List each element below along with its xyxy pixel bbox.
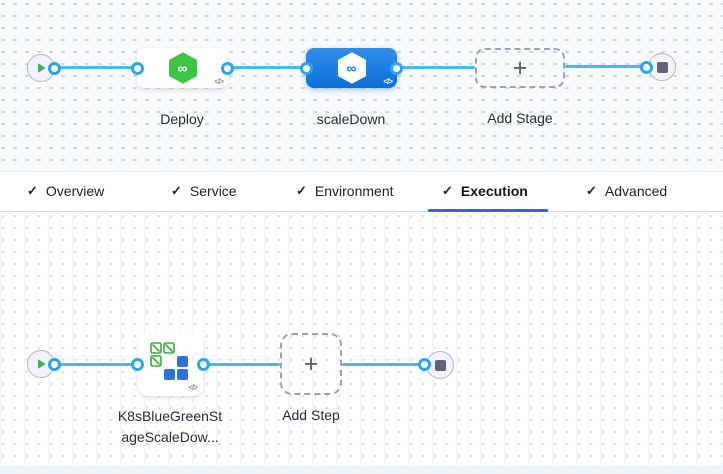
code-view-icon[interactable]: </> (188, 383, 198, 392)
edge-deploy-to-scaledown (228, 66, 306, 69)
tab-service[interactable]: ✓ Service (171, 172, 237, 210)
add-step-label: Add Step (282, 407, 340, 423)
stop-icon (434, 359, 446, 371)
port-before-end[interactable] (640, 61, 653, 74)
check-icon: ✓ (171, 183, 182, 198)
port-scaledown-left[interactable] (300, 62, 313, 75)
tab-label: Execution (460, 183, 528, 199)
tab-advanced[interactable]: ✓ Advanced (586, 172, 667, 210)
tab-label: Advanced (604, 183, 668, 199)
add-stage-label: Add Stage (487, 110, 553, 126)
port-after-start[interactable] (48, 62, 61, 75)
edge-start-to-deploy (55, 66, 137, 69)
step-label-line1: K8sBlueGreenSt (117, 408, 223, 424)
play-icon (37, 359, 46, 369)
edge-addstep-to-end (342, 363, 425, 366)
play-icon (37, 63, 46, 73)
stage-card-scaledown[interactable]: ∞ </> (306, 48, 397, 88)
edge-start-to-step (55, 363, 138, 366)
plus-icon: + (512, 53, 528, 82)
add-stage-button[interactable]: + (475, 48, 565, 88)
scaledown-stage-icon: ∞ (337, 52, 367, 84)
stage-label-scaledown: scaleDown (316, 111, 386, 127)
port-after-start[interactable] (48, 358, 61, 371)
stage-canvas: ∞ </> Deploy ∞ </> scaleDown + Add Stage (0, 0, 723, 171)
add-step-button[interactable]: + (280, 333, 342, 395)
tab-overview[interactable]: ✓ Overview (27, 172, 104, 210)
tab-execution[interactable]: ✓ Execution (442, 172, 528, 210)
edge-scaledown-to-addstage (397, 66, 475, 69)
port-deploy-right[interactable] (221, 62, 234, 75)
k8s-blue-green-scale-down-icon (150, 342, 188, 380)
check-icon: ✓ (442, 183, 453, 198)
stage-label-deploy: Deploy (160, 111, 204, 127)
harness-infinity-icon: ∞ (346, 60, 357, 76)
tab-label: Environment (314, 183, 394, 199)
port-scaledown-right[interactable] (390, 62, 403, 75)
port-step-left[interactable] (131, 358, 144, 371)
active-tab-underline (428, 209, 548, 212)
port-deploy-left[interactable] (131, 62, 144, 75)
port-before-end[interactable] (418, 358, 431, 371)
execution-canvas: </> K8sBlueGreenSt ageScaleDow... + Add … (0, 212, 723, 466)
code-view-icon[interactable]: </> (214, 77, 224, 86)
tab-label: Service (189, 183, 237, 199)
stage-card-deploy[interactable]: ∞ </> (137, 48, 228, 88)
bottom-panel-edge (0, 466, 723, 474)
stop-icon (656, 61, 668, 73)
step-label-line2: ageScaleDow... (121, 429, 219, 445)
tab-label: Overview (45, 183, 105, 199)
step-label-k8s-scaledown: K8sBlueGreenSt ageScaleDow... (95, 406, 245, 448)
harness-infinity-icon: ∞ (177, 60, 188, 76)
step-card-k8s-scaledown[interactable]: </> (138, 333, 203, 396)
stage-config-tabs: ✓ Overview ✓ Service ✓ Environment ✓ Exe… (0, 171, 723, 212)
check-icon: ✓ (296, 183, 307, 198)
port-step-right[interactable] (197, 358, 210, 371)
plus-icon: + (303, 349, 319, 378)
check-icon: ✓ (27, 183, 38, 198)
deploy-stage-icon: ∞ (168, 52, 198, 84)
edge-addstage-to-end (565, 65, 648, 68)
tab-environment[interactable]: ✓ Environment (296, 172, 394, 210)
edge-step-to-addstep (203, 363, 280, 366)
code-view-icon[interactable]: </> (383, 77, 393, 86)
check-icon: ✓ (586, 183, 597, 198)
